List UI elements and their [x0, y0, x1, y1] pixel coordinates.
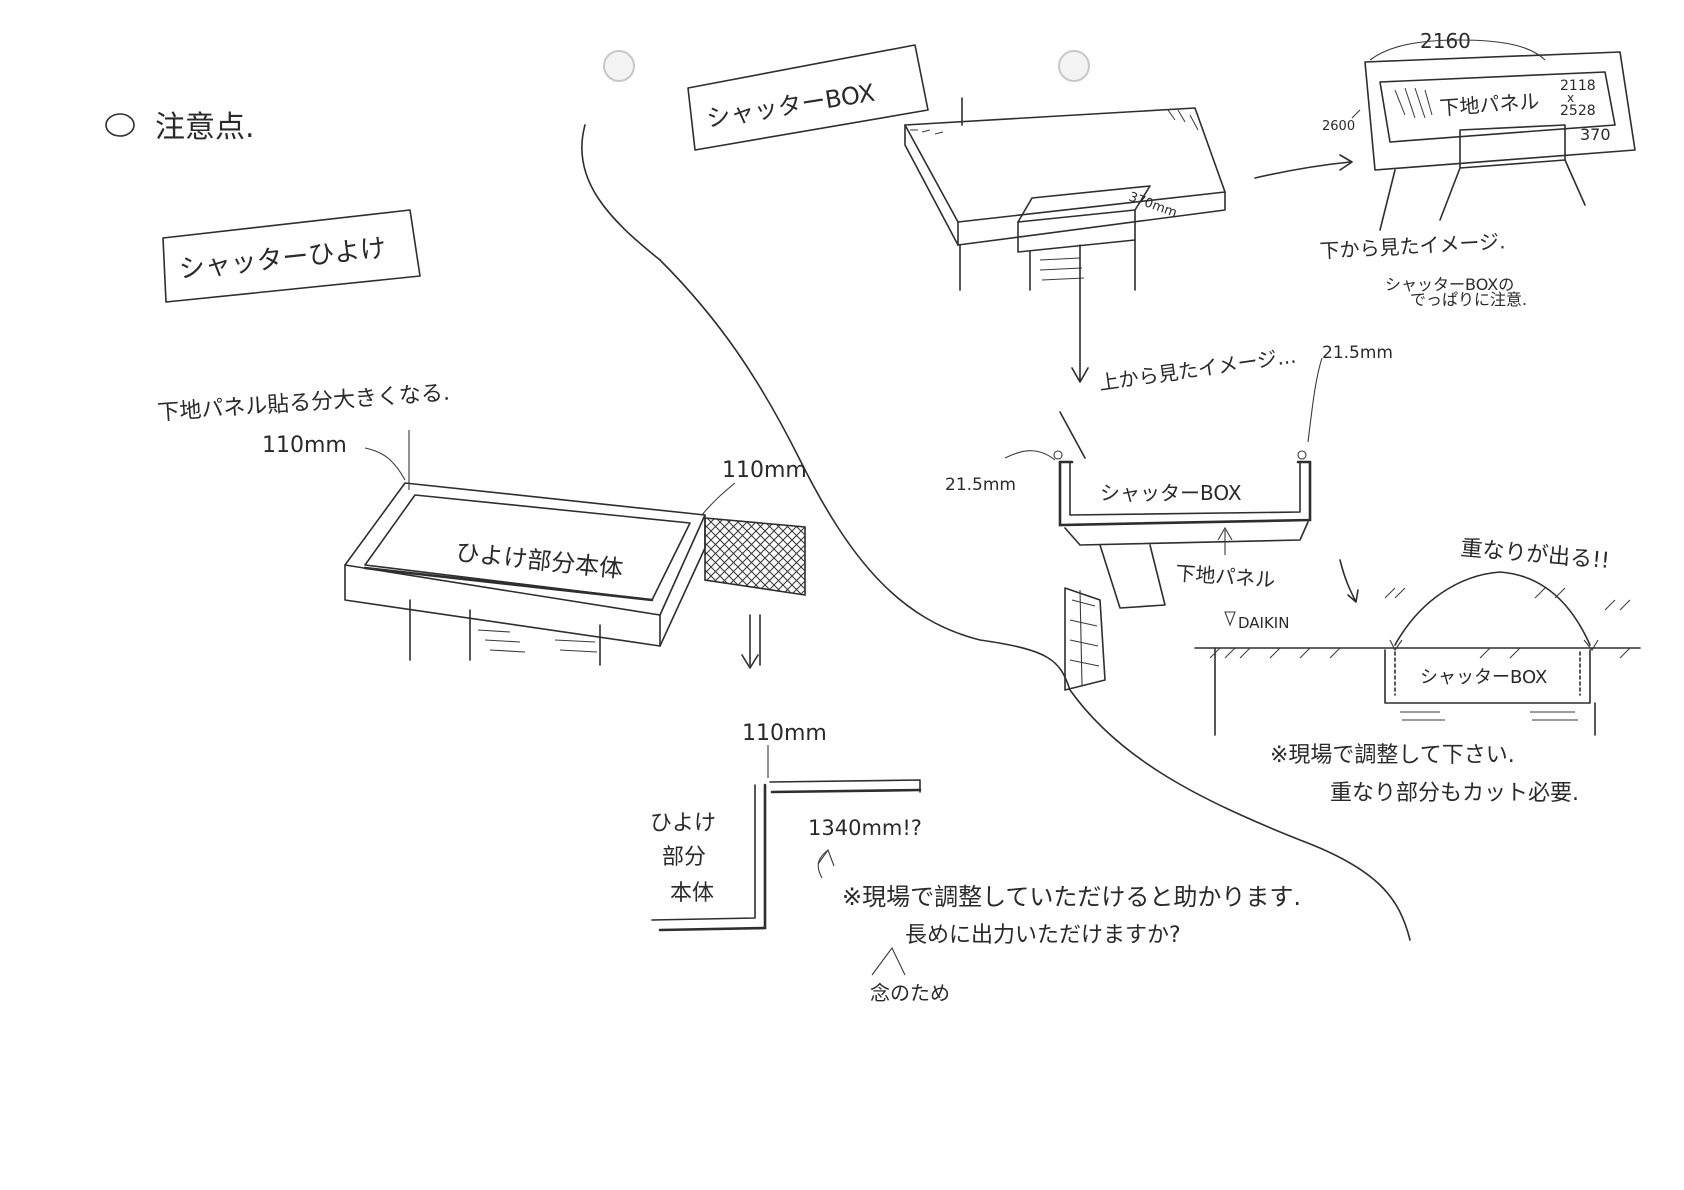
section-label-2: 部分: [662, 845, 706, 870]
brand-label: DAIKIN: [1238, 614, 1289, 632]
bottom-view-height: 2600: [1322, 119, 1355, 134]
heading-text: 注意点.: [155, 110, 255, 145]
top-view-dim-right: 21.5mm: [1322, 343, 1393, 363]
top-view-box-label: シャッターBOX: [1100, 481, 1242, 505]
sunshade-section-drawing: 110mm ひよけ 部分 本体 1340mm!?: [650, 721, 922, 932]
right-title: シャッターBOX: [705, 79, 877, 133]
panel-size-x: x: [1567, 91, 1574, 105]
left-dim-left: 110mm: [262, 433, 347, 458]
right-note-adjust-1: ※現場で調整して下さい.: [1270, 743, 1515, 768]
binder-hole-right: [1058, 50, 1090, 82]
overlap-note: 重なりが出る!!: [1459, 536, 1610, 574]
left-title: シャッターひよけ: [178, 233, 388, 285]
section-dim-top: 110mm: [742, 721, 827, 746]
left-note-long: 長めに出力いただけますか?: [905, 923, 1181, 948]
top-view-panel-label: 下地パネル: [1175, 561, 1276, 592]
bottom-view-caption-1: 下から見たイメージ.: [1319, 229, 1506, 263]
heading-group: 注意点.: [105, 110, 255, 145]
bottom-view-caption-3: でっぱりに注意.: [1410, 290, 1527, 309]
section-label-3: 本体: [670, 881, 714, 906]
sunshade-body-label: ひよけ部分本体: [454, 538, 624, 583]
left-title-box: シャッターひよけ: [162, 209, 421, 303]
bottom-view-370: 370: [1580, 125, 1611, 144]
bottom-view-panel-label: 下地パネル: [1439, 89, 1540, 120]
left-note-top: 下地パネル貼る分大きくなる.: [157, 381, 451, 426]
sunshade-body-drawing: ひよけ部分本体: [344, 482, 806, 669]
divider-curve: [581, 124, 1411, 941]
bottom-view-drawing: 2160 2600 下地パネル 2118 x 2528 370: [1322, 29, 1636, 231]
shutter-box-drawing: 370mm: [904, 97, 1353, 383]
left-note-reason: 念のため: [870, 981, 950, 1005]
right-note-adjust-2: 重なり部分もカット必要.: [1330, 781, 1579, 806]
panel-size-1: 2118: [1560, 78, 1596, 94]
binder-hole-left: [603, 50, 635, 82]
section-label-1: ひよけ: [650, 811, 716, 836]
top-view-caption: 上から見たイメージ...: [1097, 344, 1297, 395]
left-dim-right: 110mm: [722, 458, 807, 483]
left-note-adjust: ※現場で調整していただけると助かります.: [842, 883, 1301, 911]
right-title-box: シャッターBOX: [687, 44, 929, 151]
overlap-drawing: 重なりが出る!! DAIKIN シャッターBOX: [1194, 536, 1641, 736]
overlap-box-label: シャッターBOX: [1420, 667, 1547, 688]
top-view-dim-left: 21.5mm: [945, 475, 1016, 495]
section-dim-length: 1340mm!?: [808, 816, 922, 840]
bottom-view-caption-2: シャッターBOXの: [1385, 275, 1514, 294]
panel-size-2: 2528: [1560, 103, 1596, 119]
